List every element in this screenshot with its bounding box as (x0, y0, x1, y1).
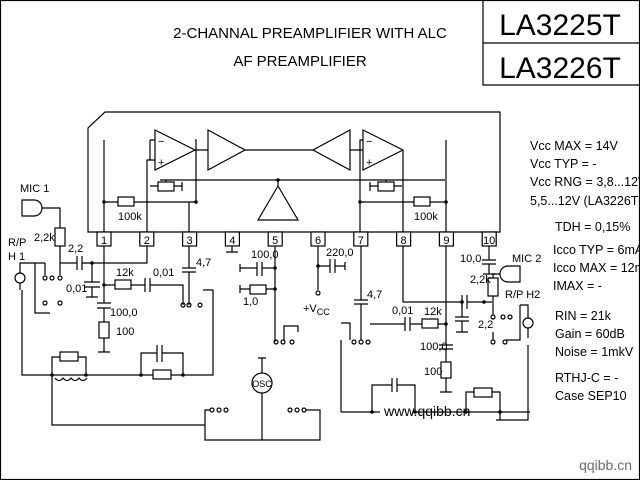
spec-line: Case SEP10 (555, 389, 627, 403)
c1000-pin5-label: 100,0 (251, 249, 279, 261)
r22k-right-label: 2,2k (470, 274, 491, 286)
spec-line: Icco TYP = 6mA (553, 243, 640, 257)
pin-label: 9 (443, 235, 449, 247)
c22-right-label: 2,2 (478, 319, 493, 331)
pin-label: 8 (401, 235, 407, 247)
r10-pin5-label: 1,0 (243, 296, 258, 308)
c22-left-label: 2,2 (68, 243, 83, 255)
mic1-label: MIC 1 (20, 183, 49, 195)
spec-line: Gain = 60dB (555, 327, 625, 341)
pin-label: 10 (483, 235, 495, 247)
c47-right-label: 4,7 (367, 289, 382, 301)
mic1-icon (21, 199, 43, 217)
pin-label: 6 (315, 235, 321, 247)
spec-line: Vcc TYP = - (530, 157, 597, 171)
mic2-icon (499, 265, 521, 283)
r22k-left-label: 2,2k (34, 232, 55, 244)
pin-label: 2 (144, 235, 150, 247)
title-line2: AF PREAMPLIFIER (233, 53, 367, 70)
title-line1: 2-CHANNAL PREAMPLIFIER WITH ALC (173, 25, 447, 42)
c001-left-a-label: 0,01 (66, 283, 87, 295)
spec-line: Vcc MAX = 14V (530, 139, 619, 153)
svg-text:−: − (366, 136, 372, 148)
part-number-la3226t: LA3226T (499, 52, 621, 85)
r100k-left-label: 100k (118, 211, 142, 223)
specifications: Vcc MAX = 14V Vcc TYP = - Vcc RNG = 3,8...… (530, 139, 640, 403)
r12k-left-label: 12k (116, 267, 134, 279)
spec-line: RTHJ-C = - (555, 371, 618, 385)
spec-line: Vcc RNG = 3,8...12V (530, 175, 640, 189)
spec-line: RIN = 21k (555, 309, 612, 323)
c001-left-b-label: 0,01 (153, 267, 174, 279)
rp-h1-label: R/P (8, 237, 26, 249)
watermark-mid: www.qqibb.cn (383, 403, 470, 419)
head-h2-icon (522, 317, 534, 329)
ic-body: − + − + 100k 100k (87, 111, 501, 233)
pin-label: 3 (187, 235, 193, 247)
spec-line: Icco MAX = 12mA (553, 261, 640, 275)
c1000-left-label: 100,0 (110, 307, 138, 319)
left-channel: MIC 1 2,2k R/P H 1 2,2 0,01 12k 0,01 100… (8, 183, 214, 426)
h1-label: H 1 (8, 251, 25, 263)
right-channel: 4,7 0,01 12k 100,0 100 10,0 MIC 2 2,2k 2… (340, 246, 541, 421)
mic2-label: MIC 2 (512, 253, 541, 265)
pin-label: 1 (101, 235, 107, 247)
pin-label: 7 (358, 235, 364, 247)
center-section: 100,0 1,0 220,0 +VCC OSC (204, 246, 354, 441)
svg-text:+: + (366, 157, 372, 169)
svg-text:−: − (158, 136, 164, 148)
spec-line: IMAX = - (553, 279, 602, 293)
c2200-label: 220,0 (326, 247, 354, 259)
spec-line: 5,5...12V (LA3226T) (530, 194, 640, 208)
part-number-la3225t: LA3225T (499, 9, 621, 42)
r12k-right-label: 12k (424, 306, 442, 318)
c001-right-label: 0,01 (392, 305, 413, 317)
svg-text:+: + (158, 157, 164, 169)
ic-pins: 1 2 3 4 5 6 7 8 9 10 (96, 231, 497, 247)
part-number-box: LA3225T LA3226T (482, 0, 640, 86)
pin-label: 5 (272, 235, 278, 247)
pin-label: 4 (229, 235, 235, 247)
c47-left-label: 4,7 (196, 257, 211, 269)
r100-right-label: 100 (424, 366, 442, 378)
watermark-corner: qqibb.cn (579, 457, 632, 473)
vcc-label: +VCC (303, 303, 330, 317)
osc-label: OSC (252, 379, 272, 389)
r100-left-label: 100 (116, 326, 134, 338)
c1000-right-label: 100,0 (420, 341, 448, 353)
spec-line: Noise = 1mkV (555, 345, 634, 359)
spec-line: TDH = 0,15% (555, 220, 630, 234)
c100-pin10-label: 10,0 (460, 253, 481, 265)
r100k-right-label: 100k (414, 211, 438, 223)
rp-h2-label: R/P H2 (505, 289, 540, 301)
head-h1-icon (14, 272, 26, 284)
